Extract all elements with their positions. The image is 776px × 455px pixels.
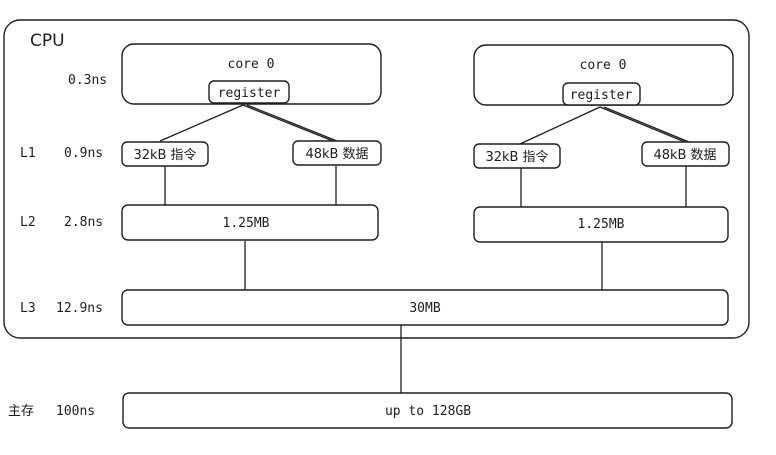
l2-cache (121, 204, 379, 241)
l1-instruction-cache (473, 143, 561, 169)
l2-size: 1.25MB (578, 217, 625, 232)
l2-cache (473, 206, 729, 243)
register-box (208, 80, 290, 104)
l2-size: 1.25MB (223, 216, 270, 231)
core-group-right: core 0 register 32kB 指令 48kB 数据 1.25MB (473, 44, 734, 290)
l1-instruction-label: 32kB 指令 (133, 148, 196, 163)
l1-label: L1 (20, 146, 36, 161)
l1-data-cache (641, 141, 730, 167)
memory-size: up to 128GB (385, 404, 471, 419)
register-latency: 0.3ns (68, 73, 107, 88)
memory-latency: 100ns (56, 404, 95, 419)
l2-label: L2 (20, 215, 36, 230)
core-group-left: core 0 register 32kB 指令 48kB 数据 1.25MB (121, 43, 382, 290)
l3-label: L3 (20, 301, 36, 316)
register-label: register (570, 88, 633, 103)
l3-cache (121, 289, 729, 326)
l1-latency: 0.9ns (64, 146, 103, 161)
core-name: core 0 (580, 58, 627, 73)
l1-instruction-label: 32kB 指令 (485, 150, 548, 165)
l3-latency: 12.9ns (56, 301, 103, 316)
main-memory (122, 392, 733, 429)
l1-data-cache (292, 140, 382, 166)
register-box (562, 82, 641, 106)
memory-label: 主存 (8, 404, 34, 419)
cpu-label: CPU (30, 31, 65, 51)
core-box (121, 43, 382, 105)
register-label: register (218, 86, 281, 101)
l1-data-label: 48kB 数据 (305, 147, 368, 162)
l1-instruction-cache (121, 141, 209, 167)
l2-latency: 2.8ns (64, 215, 103, 230)
l3-size: 30MB (409, 301, 440, 316)
l1-data-label: 48kB 数据 (653, 148, 716, 163)
core-name: core 0 (228, 57, 275, 72)
